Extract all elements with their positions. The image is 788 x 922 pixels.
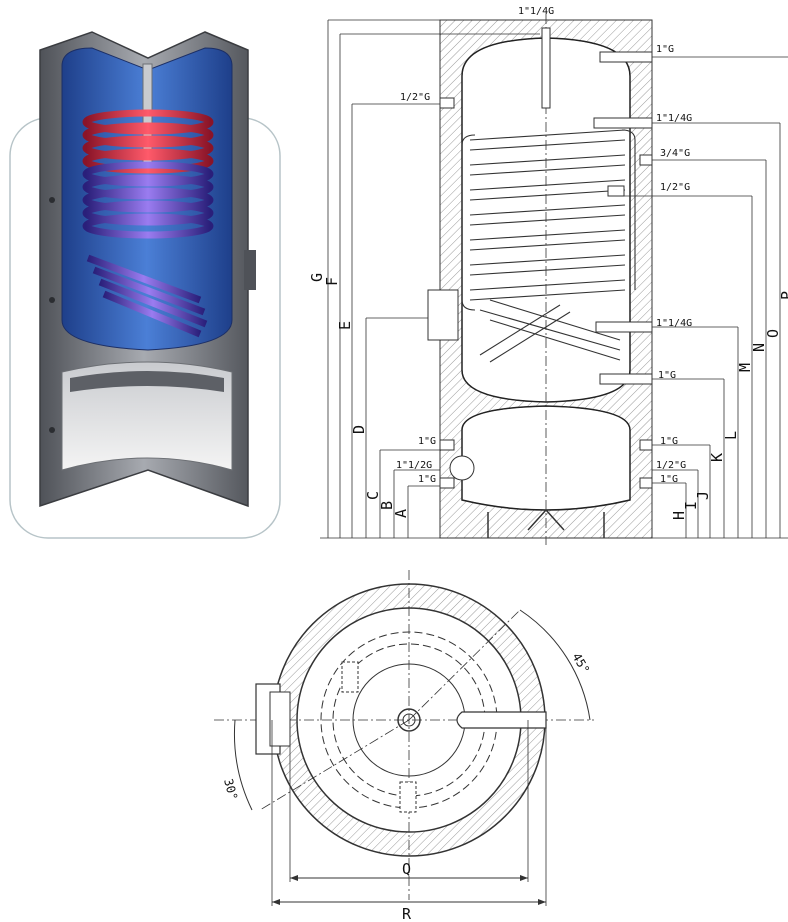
upper-coil bbox=[82, 109, 214, 239]
nozzle-top-right bbox=[599, 51, 653, 63]
left-dimension-lines bbox=[320, 19, 540, 539]
conn-lower-1g-left-b-label: 1"G bbox=[418, 474, 436, 485]
dim-E: E bbox=[336, 321, 354, 330]
right-dimension-lines bbox=[624, 56, 788, 539]
dim-H: H bbox=[670, 511, 688, 520]
dim-I: I bbox=[682, 501, 700, 510]
conn-aux-label: 3/4"G bbox=[660, 148, 690, 159]
dim-J: J bbox=[694, 491, 712, 500]
conn-lower-1g-right-label: 1"G bbox=[660, 436, 678, 447]
conn-lower-1g-right-b-label: 1"G bbox=[660, 474, 678, 485]
dim-G: G bbox=[308, 273, 326, 282]
dim-D: D bbox=[350, 425, 368, 434]
lower-chamber-top bbox=[70, 371, 224, 392]
angle-45-label: 45° bbox=[569, 651, 592, 677]
dim-R: R bbox=[402, 905, 412, 922]
conn-lower-1g-left-label: 1"G bbox=[418, 436, 436, 447]
tank-wall bbox=[461, 37, 631, 403]
nozzle-coil-in bbox=[593, 117, 653, 129]
conn-coil-out-upper-label: 1"1/4G bbox=[656, 318, 692, 329]
dim-N: N bbox=[750, 343, 768, 352]
dim-F: F bbox=[323, 277, 341, 286]
dim-M: M bbox=[736, 363, 754, 372]
lower-coil bbox=[86, 254, 208, 338]
angle-30-label: 30° bbox=[221, 777, 240, 802]
section-coil bbox=[461, 129, 636, 363]
lower-chamber bbox=[61, 361, 233, 471]
flange-left bbox=[427, 289, 459, 341]
dim-P: P bbox=[778, 291, 788, 300]
conn-coil-in-upper-label: 1"1/4G bbox=[656, 113, 692, 124]
cutaway-illustration bbox=[9, 31, 281, 539]
conn-lower-1-1-2g-label: 1"1/2G bbox=[396, 460, 432, 471]
dim-C: C bbox=[364, 491, 382, 500]
plan-view: 45° 30° Q R bbox=[214, 570, 594, 922]
conn-top-label: 1"1/4G bbox=[518, 6, 554, 17]
anode bbox=[541, 27, 551, 109]
conn-lower-coil-in-label: 1"G bbox=[658, 370, 676, 381]
conn-sensor-mid-label: 1/2"G bbox=[660, 182, 690, 193]
nozzle-coil-out bbox=[595, 321, 653, 333]
dim-L: L bbox=[722, 431, 740, 440]
conn-lower-1-2g-label: 1/2"G bbox=[656, 460, 686, 471]
conn-sensor-upper-label: 1/2"G bbox=[400, 92, 430, 103]
dim-A: A bbox=[392, 509, 410, 518]
dim-B: B bbox=[378, 501, 396, 510]
side-flange bbox=[244, 250, 256, 290]
conn-outlet-top-label: 1"G bbox=[656, 44, 674, 55]
lower-wall bbox=[461, 405, 631, 511]
dim-K: K bbox=[708, 453, 726, 462]
section-drawing: 1"1/4G 1"G 1/2"G 1"1/4G 3/4"G 1/2"G 1"1/… bbox=[308, 6, 788, 545]
dim-Q: Q bbox=[402, 860, 411, 878]
dim-O: O bbox=[764, 329, 782, 338]
